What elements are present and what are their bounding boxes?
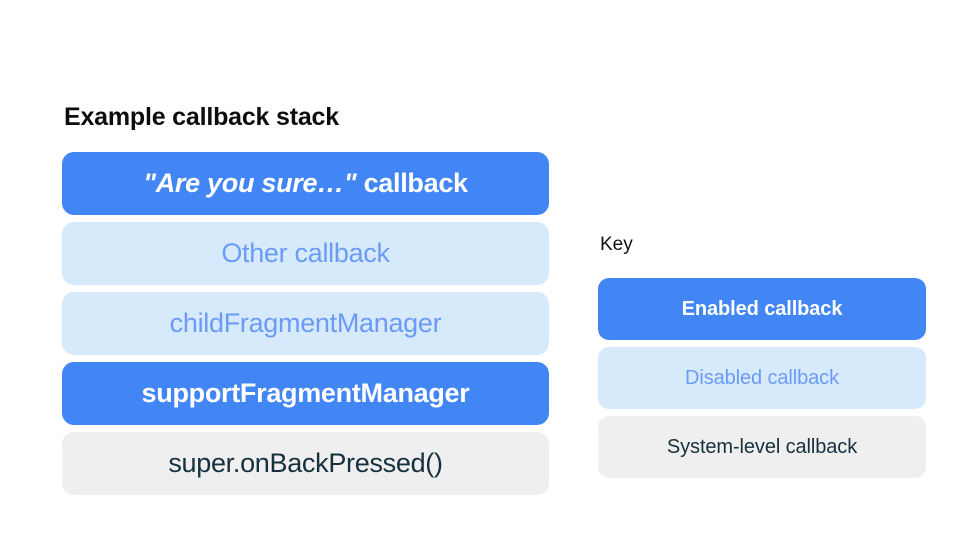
key-item-label: Enabled callback — [681, 298, 843, 320]
stack-item-support-fragment-manager: supportFragmentManager — [62, 362, 549, 425]
stack-item-are-you-sure-callback: "Are you sure…" callback — [62, 152, 549, 215]
stack-item-child-fragment-manager: childFragmentManager — [62, 292, 549, 355]
key-item-label: System-level callback — [666, 436, 858, 458]
key-item-label: Disabled callback — [685, 367, 839, 389]
callback-stack-list: "Are you sure…" callback Other callback … — [62, 152, 549, 495]
stack-item-other-callback: Other callback — [62, 222, 549, 285]
callback-stack-section: Example callback stack "Are you sure…" c… — [62, 100, 549, 495]
stack-item-super-on-back-pressed: super.onBackPressed() — [62, 432, 549, 495]
stack-item-label-plain: callback — [356, 168, 469, 198]
stack-item-label: Other callback — [221, 238, 390, 268]
key-heading: Key — [600, 234, 633, 255]
callback-stack-heading: Example callback stack — [64, 103, 339, 131]
key-item-enabled-callback: Enabled callback — [598, 278, 926, 340]
stack-item-label: super.onBackPressed() — [168, 448, 443, 478]
key-item-system-level-callback: System-level callback — [598, 416, 926, 478]
key-list: Enabled callback Disabled callback Syste… — [598, 278, 926, 478]
key-item-disabled-callback: Disabled callback — [598, 347, 926, 409]
stack-item-label: "Are you sure…" callback — [143, 170, 468, 197]
stack-item-label: supportFragmentManager — [141, 378, 470, 408]
stack-item-label: childFragmentManager — [169, 308, 442, 338]
key-section: Key Enabled callback Disabled callback S… — [598, 232, 926, 478]
stack-item-label-quoted: "Are you sure…" — [143, 168, 357, 198]
